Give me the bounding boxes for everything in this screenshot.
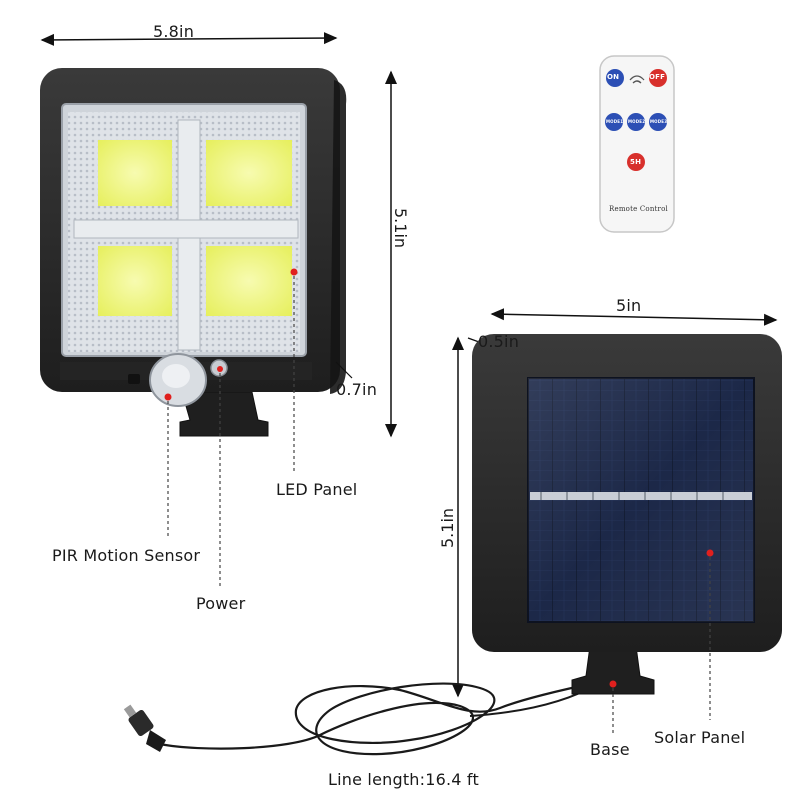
remote-timer-label: 5H <box>630 158 642 166</box>
line-length-label: Line length:16.4 ft <box>328 770 479 789</box>
remote-mode1-button <box>605 113 623 131</box>
light-height-label: 5.1in <box>391 208 410 249</box>
led-panel-label: LED Panel <box>276 480 358 499</box>
panel-width-arrow <box>490 308 778 326</box>
led-chip <box>98 140 172 206</box>
base-label: Base <box>590 740 630 759</box>
remote-mode2-label: MODE2 <box>628 119 646 124</box>
remote-off-button <box>649 69 667 87</box>
led-chip <box>98 246 172 316</box>
remote-mode3-button <box>649 113 667 131</box>
led-chip <box>206 140 292 206</box>
marker-solar-panel <box>706 549 714 557</box>
remote-on-label: ON <box>607 73 620 81</box>
pir-sensor-label: PIR Motion Sensor <box>52 546 201 565</box>
marker-base <box>609 680 617 688</box>
light-mount-bracket <box>179 391 269 437</box>
marker-led-panel <box>290 268 298 276</box>
power-label: Power <box>196 594 246 613</box>
wifi-icon <box>629 75 645 84</box>
led-chip <box>206 246 292 316</box>
panel-height-label: 5.1in <box>438 507 457 548</box>
light-width-arrow <box>40 32 338 46</box>
panel-cable <box>159 680 601 756</box>
light-depth-label: 0.7in <box>336 380 378 399</box>
panel-width-label: 5in <box>616 296 642 315</box>
solar-panel-unit <box>123 308 782 756</box>
remote-on-button <box>606 69 624 87</box>
marker-pir-sensor <box>164 393 172 401</box>
light-width-label: 5.8in <box>153 22 195 41</box>
light-unit <box>40 32 397 588</box>
remote-mode2-button <box>627 113 645 131</box>
marker-power <box>217 366 223 372</box>
remote-mode3-label: MODE3 <box>650 119 668 124</box>
remote-off-label: OFF <box>649 73 666 81</box>
remote-control <box>599 55 675 233</box>
remote-caption: Remote Control <box>609 205 668 213</box>
remote-timer-button <box>627 153 645 171</box>
remote-mode1-label: MODE1 <box>606 119 624 124</box>
dc-plug <box>146 730 166 752</box>
panel-depth-label: 0.5in <box>478 332 520 351</box>
panel-base-bracket <box>571 645 655 695</box>
solar-panel-label: Solar Panel <box>654 728 746 747</box>
